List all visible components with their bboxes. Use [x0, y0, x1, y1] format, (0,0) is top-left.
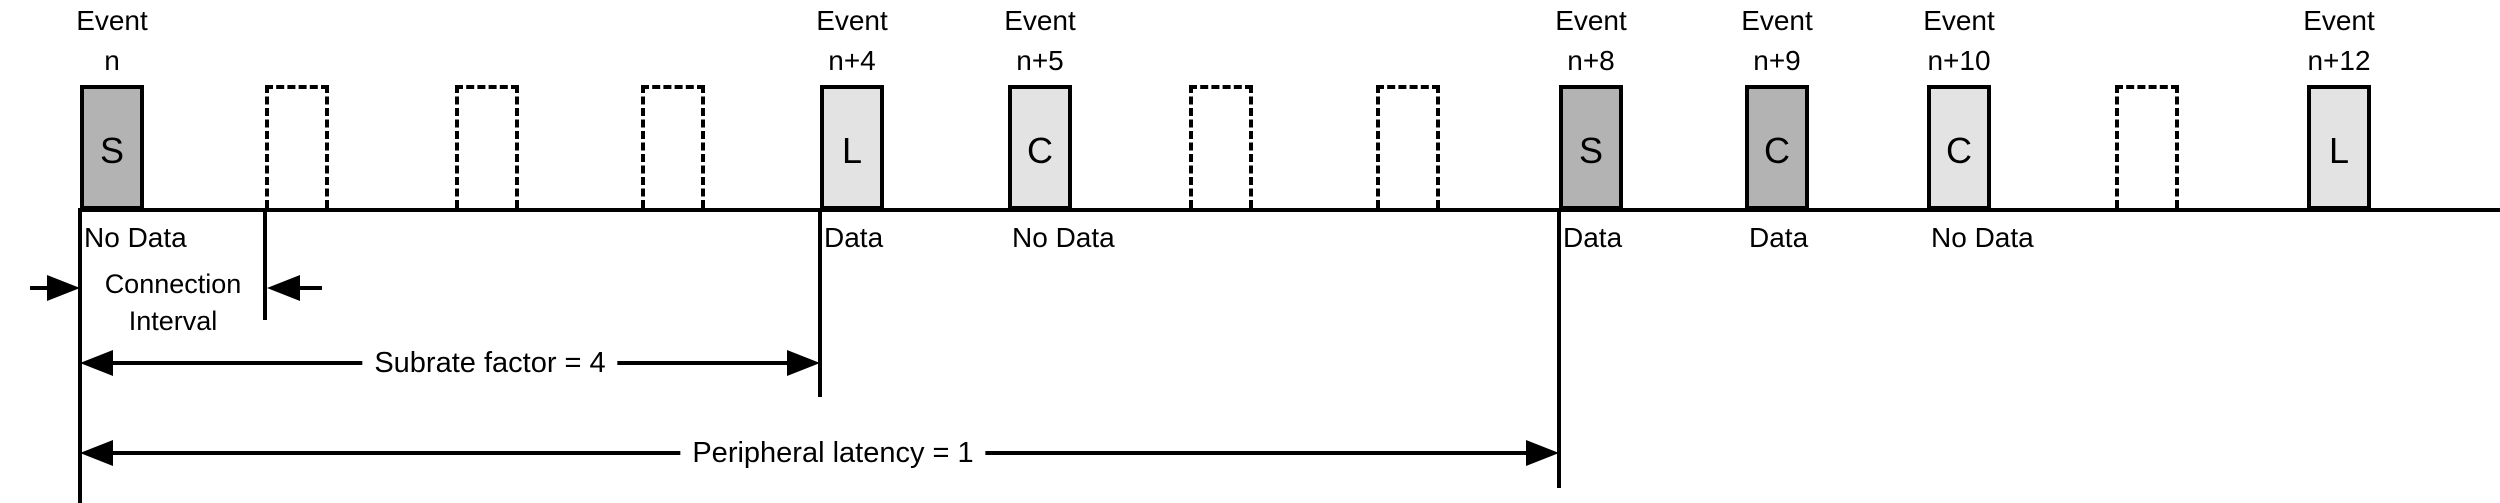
ref-line-event-n8	[1557, 210, 1561, 488]
skipped-event-box	[265, 85, 329, 208]
event-box: L	[2307, 85, 2371, 210]
skipped-event-box	[1189, 85, 1253, 208]
event-title: Event n+12	[2249, 1, 2429, 81]
connection-interval-left-tail	[30, 286, 52, 290]
subrate-right-arrowhead-icon	[787, 350, 820, 376]
subrate-left-arrowhead-icon	[80, 350, 113, 376]
skipped-event-box	[1376, 85, 1440, 208]
event-data-label: Data	[1749, 222, 1809, 253]
event-title-line1: Event	[816, 5, 888, 36]
event-title-line1: Event	[76, 5, 148, 36]
event-title-line2: n+12	[2307, 45, 2371, 76]
event-data-label: Data	[824, 222, 884, 253]
event-title-line2: n	[104, 45, 120, 76]
event-box: S	[80, 85, 144, 210]
event-letter: S	[1578, 129, 1603, 171]
event-title: Event n+9	[1687, 1, 1867, 81]
event-box: L	[820, 85, 884, 210]
skipped-event-box	[641, 85, 705, 208]
event-letter: S	[99, 129, 124, 171]
event-title: Event n+8	[1501, 1, 1681, 81]
event-data-label: No Data	[1012, 222, 1115, 253]
event-box: C	[1927, 85, 1991, 210]
event-title-line2: n+9	[1753, 45, 1801, 76]
event-data-label: No Data	[84, 222, 187, 253]
event-letter: L	[2328, 129, 2350, 171]
event-title-line1: Event	[1923, 5, 1995, 36]
event-box: C	[1745, 85, 1809, 210]
connection-interval-right-tail	[298, 286, 322, 290]
skipped-event-box	[2115, 85, 2179, 208]
event-data-label: No Data	[1931, 222, 2034, 253]
peripheral-latency-left-arrowhead-icon	[80, 440, 113, 466]
event-title-line2: n+10	[1927, 45, 1991, 76]
event-box: S	[1559, 85, 1623, 210]
event-letter: C	[1027, 129, 1053, 171]
event-title-line1: Event	[1004, 5, 1076, 36]
event-letter: L	[841, 129, 863, 171]
connection-interval-label-line2: Interval	[128, 306, 218, 336]
event-data-label: Data	[1563, 222, 1623, 253]
connection-interval-left-arrowhead-icon	[47, 275, 80, 301]
connection-interval-label: Connection Interval	[80, 266, 266, 340]
event-title-line1: Event	[1555, 5, 1627, 36]
event-title: Event n+10	[1869, 1, 2049, 81]
connection-interval-right-arrowhead-icon	[267, 275, 300, 301]
event-letter: C	[1946, 129, 1972, 171]
event-title: Event n	[22, 1, 202, 81]
event-title-line2: n+4	[828, 45, 876, 76]
ref-line-connection-interval-end	[263, 210, 267, 320]
connection-interval-label-line1: Connection	[104, 269, 242, 299]
event-title: Event n+4	[762, 1, 942, 81]
peripheral-latency-right-arrowhead-icon	[1526, 440, 1559, 466]
event-title-line2: n+8	[1567, 45, 1615, 76]
event-letter: C	[1764, 129, 1790, 171]
event-box: C	[1008, 85, 1072, 210]
event-title: Event n+5	[950, 1, 1130, 81]
peripheral-latency-label: Peripheral latency = 1	[680, 437, 986, 469]
skipped-event-box	[455, 85, 519, 208]
event-title-line2: n+5	[1016, 45, 1064, 76]
subrate-factor-label: Subrate factor = 4	[362, 347, 618, 379]
event-title-line1: Event	[1741, 5, 1813, 36]
timeline-axis	[78, 208, 2500, 212]
event-title-line1: Event	[2303, 5, 2375, 36]
ref-line-event-n4	[818, 210, 822, 397]
